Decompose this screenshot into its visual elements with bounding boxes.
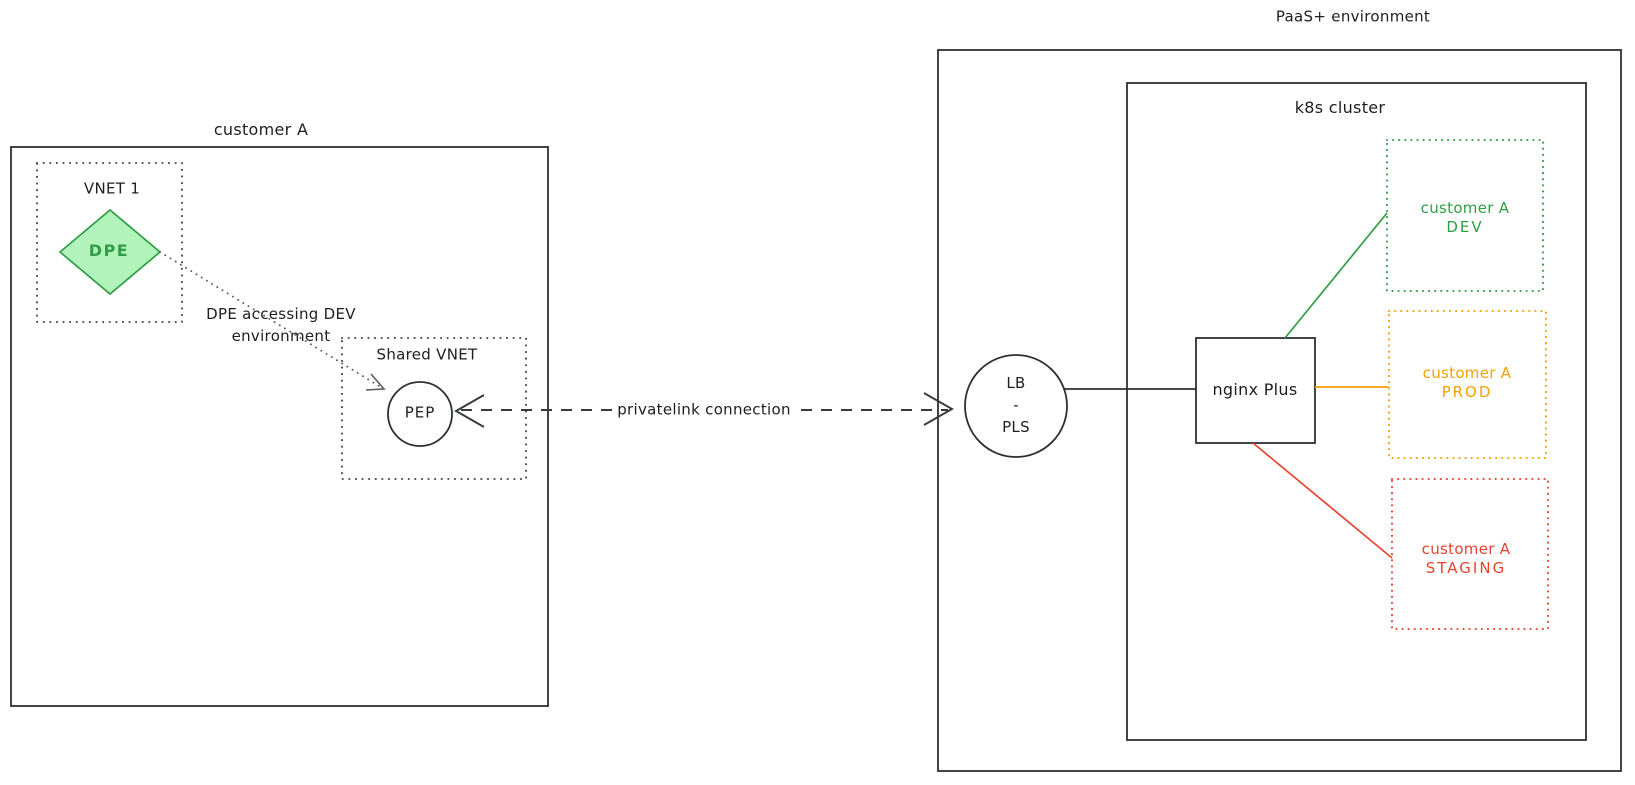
- lb-pls-label: LB - PLS: [1002, 372, 1030, 438]
- lb-pls-circle: [964, 354, 1068, 458]
- paas-environment-title: PaaS+ environment: [1275, 7, 1431, 26]
- dpe-access-note-line1: DPE accessing DEV: [206, 305, 356, 323]
- lb-pls-label-line3: PLS: [1002, 418, 1030, 436]
- customer-a-dev-label: customer A DEV: [1421, 199, 1510, 237]
- nginx-to-dev-line: [1284, 212, 1388, 339]
- dpe-to-pep-dotted-arrow: [159, 251, 380, 387]
- dpe-access-note-line2: environment: [231, 327, 331, 345]
- customer-a-dev-label-customer: customer A: [1420, 199, 1510, 217]
- paas-environment-box: [937, 49, 1622, 772]
- customer-a-dev-label-stage: DEV: [1446, 218, 1484, 236]
- shared-vnet-label: Shared VNET: [376, 345, 478, 364]
- k8s-cluster-box: [1126, 82, 1587, 741]
- dpe-access-note: DPE accessing DEV environment: [206, 303, 356, 347]
- pep-label: PEP: [404, 403, 436, 422]
- nginx-plus-box: [1195, 337, 1316, 444]
- nginx-plus-label: nginx Plus: [1212, 380, 1298, 399]
- customer-a-dev-dotted-box: [1385, 138, 1545, 293]
- vnet1-label: VNET 1: [83, 179, 141, 198]
- lb-pls-label-line1: LB: [1006, 374, 1026, 392]
- shared-vnet-dotted-box: [340, 336, 528, 481]
- customer-a-prod-dotted-box: [1387, 309, 1548, 460]
- customer-a-box-title: customer A: [213, 120, 309, 139]
- k8s-cluster-label: k8s cluster: [1294, 98, 1386, 117]
- dpe-to-pep-arrowhead-icon: [365, 373, 386, 391]
- customer-a-staging-dotted-box: [1390, 477, 1550, 631]
- lb-pls-label-line2: -: [1013, 396, 1019, 414]
- privatelink-right-arrowhead-icon: [923, 392, 954, 426]
- vnet1-dotted-box: [35, 161, 184, 324]
- customer-a-staging-label-stage: STAGING: [1425, 559, 1507, 577]
- customer-a-prod-label-stage: PROD: [1441, 383, 1493, 401]
- customer-a-box: [10, 146, 549, 707]
- pep-circle: [387, 381, 453, 447]
- nginx-to-staging-line: [1252, 442, 1393, 559]
- customer-a-prod-label-customer: customer A: [1422, 364, 1512, 382]
- privatelink-left-arrowhead-icon: [454, 394, 485, 428]
- privatelink-connection-label: privatelink connection: [614, 400, 794, 420]
- dpe-label: DPE: [88, 241, 130, 260]
- customer-a-prod-label: customer A PROD: [1423, 364, 1512, 402]
- customer-a-staging-label-customer: customer A: [1421, 540, 1511, 558]
- customer-a-staging-label: customer A STAGING: [1422, 540, 1511, 578]
